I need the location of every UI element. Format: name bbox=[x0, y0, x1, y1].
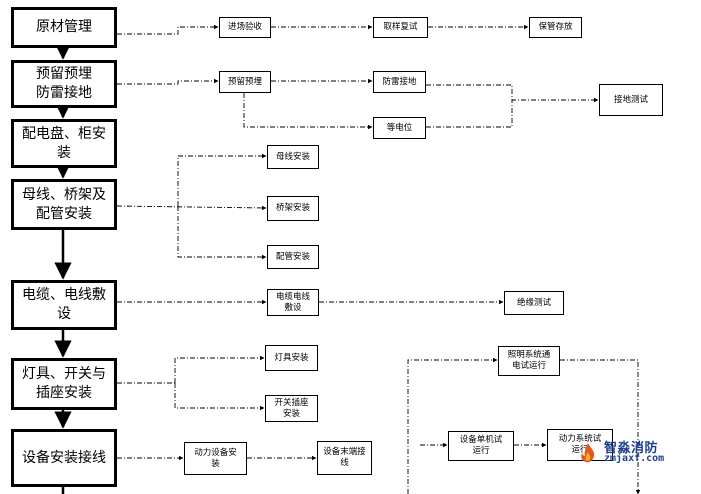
watermark-chinese: 智淼消防 bbox=[604, 441, 659, 456]
sub-busbar-install: 母线安装 bbox=[267, 145, 319, 169]
dash-connectors bbox=[116, 24, 641, 494]
sub-lamp-install-label: 灯具安装 bbox=[274, 352, 309, 363]
sub-pre-embedding-label: 预留预埋 bbox=[227, 76, 262, 87]
sub-equipment-terminal-wiring: 设备末端接 线 bbox=[317, 441, 372, 475]
step-cabinet-install: 配电盘、柜安 装 bbox=[11, 119, 117, 168]
sub-cable-laying: 电缆电线 敷设 bbox=[267, 289, 319, 316]
flame-logo-icon bbox=[581, 443, 595, 463]
sub-entry-inspection-label: 进场验收 bbox=[227, 22, 262, 32]
sub-storage-label: 保管存放 bbox=[538, 22, 573, 32]
sub-entry-inspection: 进场验收 bbox=[219, 17, 271, 38]
sub-grounding-test: 接地测试 bbox=[599, 84, 663, 116]
sub-insulation-test: 绝缘测试 bbox=[504, 291, 564, 315]
sub-sampling-retest-label: 取样复试 bbox=[383, 22, 418, 32]
step-busbar-tray-conduit-label: 母线、桥架及 配管安装 bbox=[22, 186, 106, 222]
sub-equipotential-label: 等电位 bbox=[386, 122, 413, 133]
step-cable-laying-label: 电缆、电线敷 设 bbox=[22, 287, 106, 322]
conn-dd-jd bbox=[426, 100, 513, 128]
conn-bus-kg bbox=[174, 383, 265, 411]
sub-insulation-test-label: 绝缘测试 bbox=[516, 297, 551, 308]
step-embedding-lightning: 预留预埋 防雷接地 bbox=[11, 60, 117, 108]
conn-bus-pg bbox=[177, 206, 267, 260]
sub-equipment-single-trial: 设备单机试 运行 bbox=[448, 431, 514, 461]
sub-pre-embedding: 预留预埋 bbox=[219, 71, 271, 93]
conn-m2-yl bbox=[117, 78, 219, 85]
sub-power-system-trial: 动力系统试 运行 bbox=[547, 429, 613, 461]
conn-fl-jd bbox=[426, 84, 599, 103]
step-raw-material-label: 原材管理 bbox=[36, 19, 92, 35]
conn-bus-dj bbox=[174, 355, 265, 383]
step-equipment-wiring: 设备安装接线 bbox=[11, 429, 117, 487]
step-embedding-lightning-label: 预留预埋 防雷接地 bbox=[36, 66, 92, 101]
sub-conduit-install: 配管安装 bbox=[267, 245, 319, 269]
sub-equipment-single-trial-label: 设备单机试 运行 bbox=[459, 435, 503, 456]
watermark: 智淼消防 zmjaxf.com bbox=[574, 437, 694, 473]
conn-m4-bus bbox=[116, 205, 267, 211]
sub-power-equipment-install-label: 动力设备安 装 bbox=[194, 447, 237, 469]
sub-tray-install: 桥架安装 bbox=[267, 196, 319, 221]
step-equipment-wiring-label: 设备安装接线 bbox=[22, 449, 106, 466]
sub-busbar-install-label: 母线安装 bbox=[275, 151, 310, 162]
sub-conduit-install-label: 配管安装 bbox=[275, 251, 310, 262]
sub-grounding-test-label: 接地测试 bbox=[613, 94, 648, 105]
sub-lighting-trial-run-label: 照明系统通 电试运行 bbox=[507, 350, 551, 371]
sub-tray-install-label: 桥架安装 bbox=[275, 203, 310, 213]
step-raw-material: 原材管理 bbox=[11, 7, 117, 48]
conn-bus-mx bbox=[177, 153, 267, 206]
sub-lighting-trial-run: 照明系统通 电试运行 bbox=[498, 346, 560, 376]
step-lighting-switch-socket: 灯具、开关与 插座安装 bbox=[11, 358, 117, 410]
sub-power-equipment-install: 动力设备安 装 bbox=[184, 442, 247, 475]
step-busbar-tray-conduit: 母线、桥架及 配管安装 bbox=[11, 179, 117, 230]
sub-switch-socket-install: 开关插座 安装 bbox=[265, 395, 318, 422]
sub-cable-laying-label: 电缆电线 敷设 bbox=[275, 291, 310, 313]
sub-storage: 保管存放 bbox=[529, 17, 582, 38]
conn-m1-jc bbox=[117, 24, 219, 35]
sub-equipment-terminal-wiring-label: 设备末端接 线 bbox=[323, 447, 366, 468]
sub-switch-socket-install-label: 开关插座 安装 bbox=[274, 397, 309, 419]
sub-equipotential: 等电位 bbox=[373, 117, 426, 139]
step-lighting-switch-socket-label: 灯具、开关与 插座安装 bbox=[22, 366, 106, 401]
sub-sampling-retest: 取样复试 bbox=[373, 17, 428, 38]
conn-left-zm bbox=[407, 357, 498, 494]
step-cable-laying: 电缆、电线敷 设 bbox=[11, 280, 117, 330]
step-cabinet-install-label: 配电盘、柜安 装 bbox=[22, 125, 106, 161]
sub-lightning-grounding: 防雷接地 bbox=[373, 71, 426, 93]
sub-lightning-grounding-label: 防雷接地 bbox=[382, 76, 417, 87]
sub-lamp-install: 灯具安装 bbox=[265, 345, 318, 371]
watermark-url: zmjaxf.com bbox=[604, 453, 665, 464]
conn-zm-down bbox=[560, 359, 641, 494]
sub-power-system-trial-label: 动力系统试 运行 bbox=[558, 434, 602, 455]
conn-yl-dd bbox=[243, 93, 373, 130]
